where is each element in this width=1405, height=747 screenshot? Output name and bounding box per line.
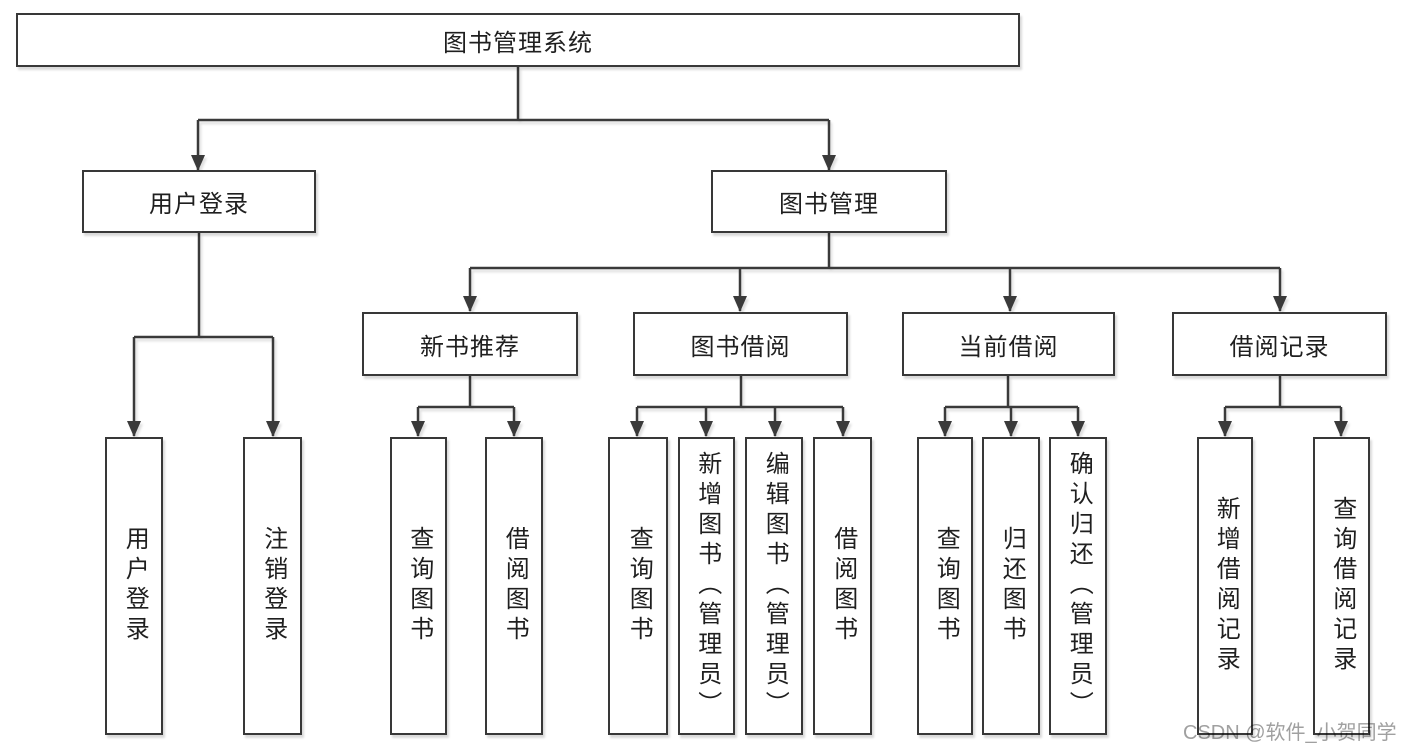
leaf-label: 借阅图书: [501, 526, 529, 646]
leaf-borrow-books-recommend: 借阅图书: [485, 437, 543, 735]
leaf-query-books-borrowing: 查询图书: [608, 437, 668, 735]
leaf-return-books: 归还图书: [982, 437, 1040, 735]
node-new-book-recommend: 新书推荐: [362, 312, 578, 376]
connector-current-borrowing: [938, 376, 1085, 437]
node-book-borrowing: 图书借阅: [633, 312, 848, 376]
leaf-logout: 注销登录: [243, 437, 302, 735]
leaf-query-borrow-record: 查询借阅记录: [1313, 437, 1370, 735]
connector-borrowing-records: [1218, 376, 1348, 437]
leaf-label: 查询借阅记录: [1328, 496, 1356, 676]
leaf-add-books-admin: 新增图书（管理员）: [678, 437, 735, 735]
node-label: 当前借阅: [958, 333, 1059, 361]
node-book-management-branch: 图书管理: [711, 170, 947, 233]
leaf-label: 归还图书: [998, 526, 1026, 646]
node-label: 图书管理: [779, 191, 879, 218]
leaf-add-borrow-record: 新增借阅记录: [1197, 437, 1253, 735]
node-label: 图书借阅: [690, 333, 791, 361]
connector-book-management: [463, 233, 1287, 312]
connector-root: [191, 67, 836, 171]
node-user-login-branch: 用户登录: [82, 170, 316, 233]
connector-user-login: [127, 233, 280, 437]
leaf-label: 查询图书: [625, 526, 653, 646]
leaf-label: 借阅图书: [829, 526, 857, 646]
node-borrowing-records: 借阅记录: [1172, 312, 1387, 376]
csdn-watermark: CSDN @软件_小贺同学: [1183, 722, 1397, 744]
leaf-label: 编辑图书（管理员）: [761, 451, 789, 721]
leaf-borrow-books: 借阅图书: [813, 437, 872, 735]
leaf-query-books-recommend: 查询图书: [390, 437, 447, 735]
leaf-label: 注销登录: [259, 526, 287, 646]
node-label: 用户登录: [149, 191, 249, 218]
leaf-label: 新增借阅记录: [1212, 496, 1240, 676]
leaf-query-books-current: 查询图书: [917, 437, 973, 735]
leaf-edit-books-admin: 编辑图书（管理员）: [745, 437, 803, 735]
node-current-borrowing: 当前借阅: [902, 312, 1115, 376]
leaf-label: 用户登录: [121, 526, 149, 646]
leaf-label: 新增图书（管理员）: [693, 451, 721, 721]
connector-new-book-recommend: [411, 376, 521, 437]
leaf-label: 查询图书: [405, 526, 433, 646]
node-library-management-system: 图书管理系统: [16, 13, 1020, 67]
leaf-label: 查询图书: [932, 526, 960, 646]
leaf-user-login: 用户登录: [105, 437, 163, 735]
connector-book-borrowing: [630, 376, 850, 437]
node-label: 新书推荐: [420, 333, 520, 361]
node-label: 图书管理系统: [443, 29, 593, 57]
leaf-confirm-return-admin: 确认归还（管理员）: [1049, 437, 1107, 735]
node-label: 借阅记录: [1229, 333, 1330, 361]
leaf-label: 确认归还（管理员）: [1065, 451, 1093, 721]
